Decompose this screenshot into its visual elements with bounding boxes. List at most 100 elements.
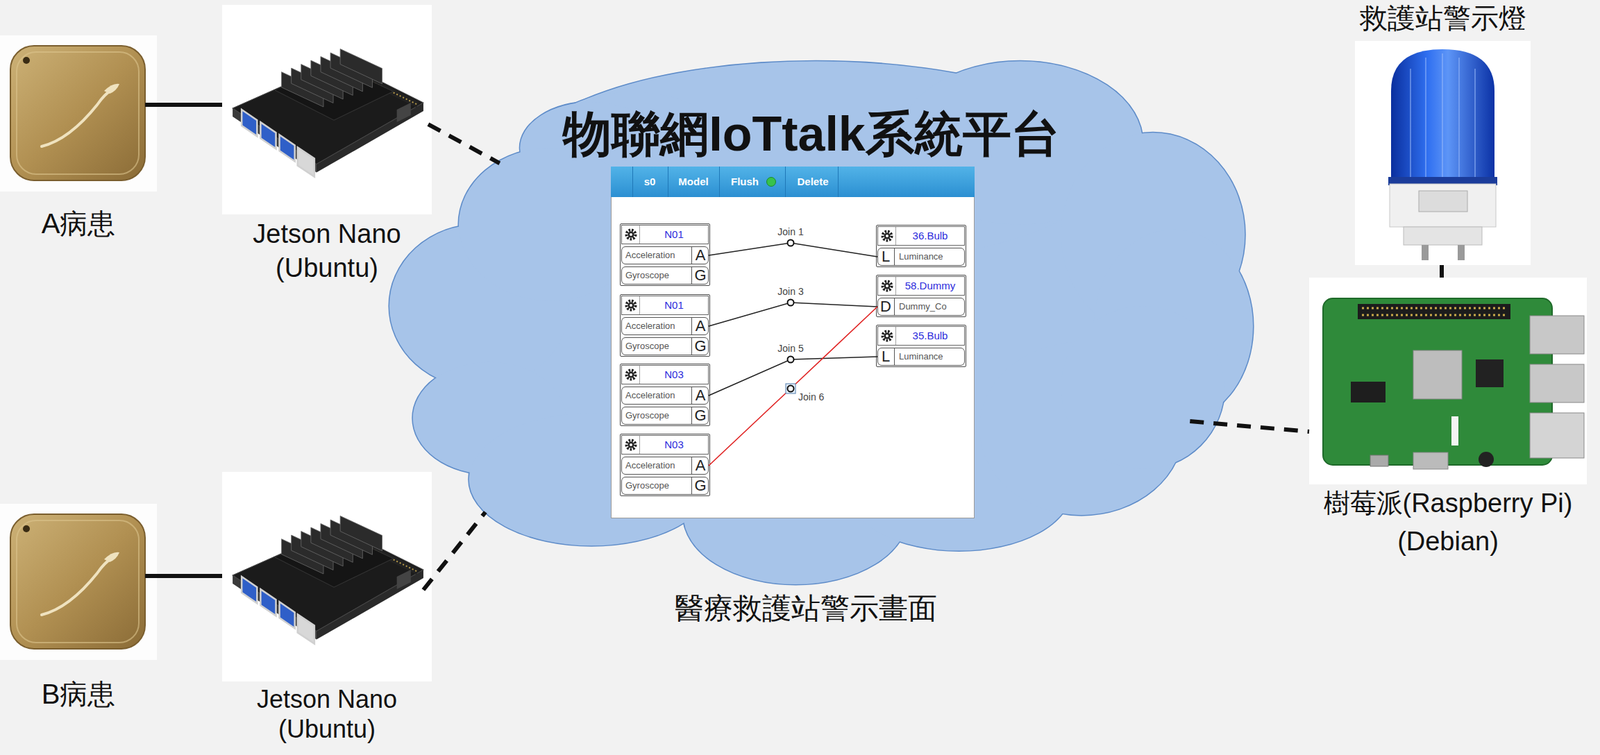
feature-name: Gyroscope <box>621 266 692 285</box>
module-name: N01 <box>640 294 708 317</box>
feature-row: DDummy_Co <box>877 297 965 316</box>
gear-icon <box>621 225 640 244</box>
feature-letter: D <box>877 297 895 316</box>
feature-name: Dummy_Co <box>894 297 965 316</box>
feature-name: Luminance <box>894 347 965 366</box>
device-node: Jetson Nano (Ubuntu) <box>222 472 432 745</box>
toolbar-separator <box>785 166 786 198</box>
feature-row: LLuminance <box>877 247 965 266</box>
cable <box>145 102 223 107</box>
device-module: 36.BulbLLuminance <box>876 224 967 268</box>
device-module: 35.BulbLLuminance <box>876 324 967 368</box>
device-module: N03AccelerationAGyroscopeG <box>619 363 711 427</box>
feature-letter: G <box>691 337 709 356</box>
gear-icon <box>621 296 640 315</box>
feature-name: Acceleration <box>621 386 692 405</box>
toolbar-separator <box>837 166 839 198</box>
feature-name: Gyroscope <box>621 476 692 495</box>
feature-name: Acceleration <box>621 317 692 336</box>
device-label: Jetson Nano (Ubuntu) <box>222 684 432 745</box>
join-dot <box>787 299 795 307</box>
gear-icon <box>621 435 640 454</box>
device-module: N01AccelerationAGyroscopeG <box>619 294 711 357</box>
cloud-region: 物聯網IoTtalk系統平台s0ModelFlushDeleteN01Accel… <box>387 56 1256 587</box>
device-node: 樹莓派(Raspberry Pi) (Debian) <box>1309 277 1587 561</box>
toolbar-button: Model <box>658 166 729 198</box>
toolbar-separator <box>667 166 669 198</box>
feature-letter: A <box>691 386 709 405</box>
feature-name: Gyroscope <box>621 337 692 356</box>
feature-letter: G <box>691 476 709 495</box>
network-link <box>423 512 486 591</box>
jetson-board <box>222 4 432 215</box>
caption-label: 醫療救護站警示畫面 <box>562 591 1049 627</box>
sensor-device <box>0 35 157 192</box>
device-node: A病患 <box>0 35 157 242</box>
feature-row: AccelerationA <box>621 317 709 336</box>
device-module: N01AccelerationAGyroscopeG <box>619 223 711 286</box>
join-dot <box>787 385 795 393</box>
feature-row: LLuminance <box>877 347 965 366</box>
gear-icon <box>878 226 897 246</box>
toolbar-button: Flush <box>710 166 780 198</box>
toolbar-button: s0 <box>615 166 685 198</box>
device-label: 樹莓派(Raspberry Pi) (Debian) <box>1302 484 1594 561</box>
feature-name: Acceleration <box>621 456 692 475</box>
module-name: N03 <box>640 363 708 386</box>
module-name: N03 <box>640 433 708 457</box>
feature-row: AccelerationA <box>621 246 709 265</box>
feature-row: GyroscopeG <box>621 337 709 356</box>
feature-name: Luminance <box>894 247 965 266</box>
device-module: N03AccelerationAGyroscopeG <box>619 433 711 497</box>
sensor-device <box>0 503 157 661</box>
jetson-board <box>222 472 432 682</box>
network-link <box>428 124 500 164</box>
feature-letter: G <box>691 406 709 425</box>
feature-row: AccelerationA <box>621 386 709 405</box>
module-name: 36.Bulb <box>896 224 964 248</box>
device-module: 58.DummyDDummy_Co <box>876 274 967 318</box>
feature-row: AccelerationA <box>621 456 709 475</box>
gear-icon <box>878 326 897 345</box>
feature-row: GyroscopeG <box>621 406 709 425</box>
feature-row: GyroscopeG <box>621 476 709 495</box>
gear-icon <box>621 365 640 384</box>
status-dot <box>766 177 777 187</box>
module-name: N01 <box>640 223 708 246</box>
warning-lamp <box>1354 40 1531 266</box>
feature-name: Acceleration <box>621 246 692 265</box>
feature-letter: L <box>877 347 895 366</box>
toolbar-separator <box>719 166 720 198</box>
toolbar-separator <box>632 166 634 198</box>
join-dot <box>787 240 795 247</box>
cable <box>1439 265 1444 278</box>
device-node: Jetson Nano (Ubuntu) <box>222 4 432 286</box>
device-label: Jetson Nano (Ubuntu) <box>222 217 432 286</box>
feature-row: GyroscopeG <box>621 266 709 285</box>
join-label: Join 6 <box>796 391 826 403</box>
gear-icon <box>878 276 897 296</box>
lamp-node: 救護站警示燈 <box>1354 1 1531 266</box>
join-label: Join 3 <box>776 285 805 298</box>
lamp-label: 救護站警示燈 <box>1352 1 1534 41</box>
module-name: 35.Bulb <box>896 324 964 348</box>
raspberry-pi-board <box>1309 277 1587 485</box>
cloud-title: 物聯網IoTtalk系統平台 <box>387 104 1256 164</box>
join-label: Join 5 <box>776 342 805 355</box>
toolbar-button: Delete <box>778 166 848 198</box>
join-dot <box>787 356 795 364</box>
device-label: B病患 <box>2 676 155 713</box>
toolbar-background <box>610 166 975 198</box>
feature-letter: A <box>691 317 709 336</box>
cable <box>145 574 223 579</box>
feature-letter: L <box>877 247 895 266</box>
device-node: B病患 <box>0 503 157 713</box>
feature-letter: G <box>691 266 709 285</box>
join-label: Join 1 <box>776 226 805 238</box>
module-name: 58.Dummy <box>896 274 964 298</box>
device-label: A病患 <box>2 205 155 242</box>
feature-name: Gyroscope <box>621 406 692 425</box>
join-selected-box <box>785 383 796 394</box>
feature-letter: A <box>691 246 709 265</box>
feature-letter: A <box>691 456 709 475</box>
